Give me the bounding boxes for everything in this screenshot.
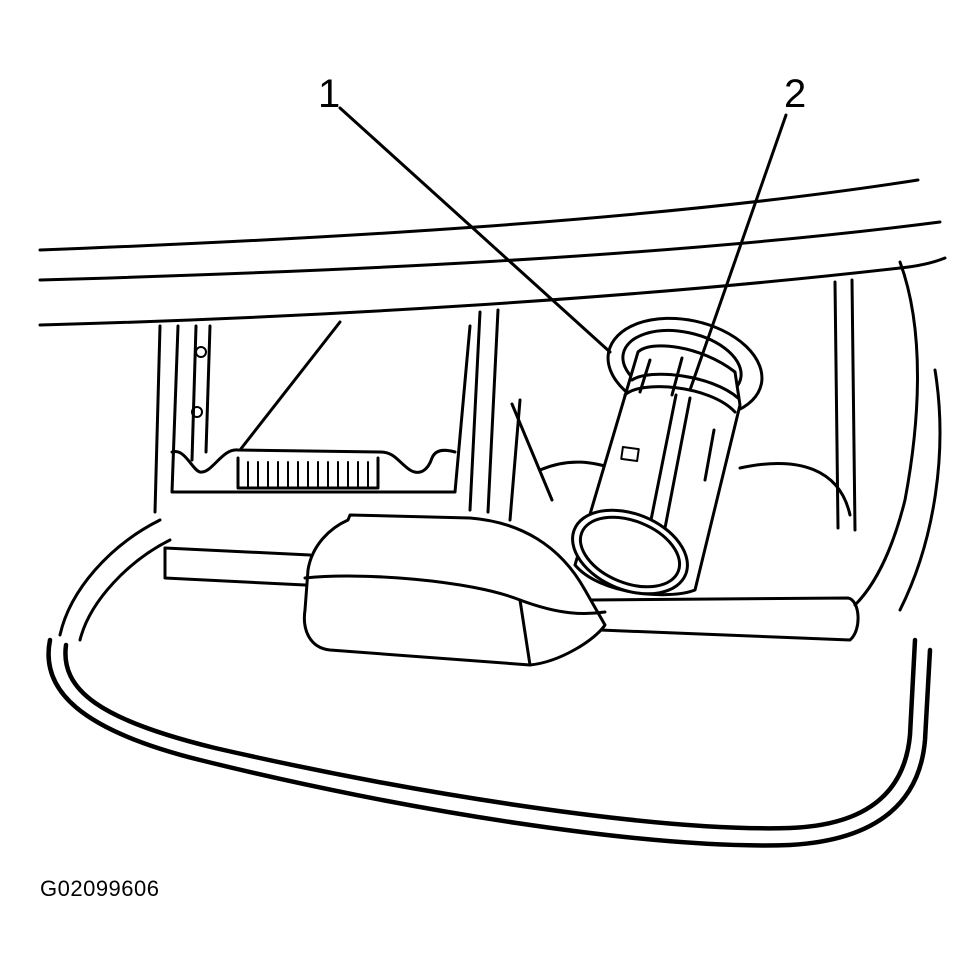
lighter-knob	[302, 513, 607, 667]
lower-tray	[46, 518, 933, 848]
vent-ridges	[247, 461, 369, 487]
leader-lines	[338, 106, 788, 392]
leader-line-2	[688, 113, 788, 392]
lighter-socket-barrel	[571, 344, 742, 597]
callout-label-2: 2	[784, 72, 807, 116]
callout-label-1: 1	[318, 72, 341, 116]
dash-upper-trim	[38, 178, 947, 327]
figure-id-label: G02099606	[40, 876, 160, 901]
console-right-panel	[508, 260, 942, 612]
storage-pocket	[153, 308, 500, 514]
leader-line-1	[338, 106, 612, 354]
